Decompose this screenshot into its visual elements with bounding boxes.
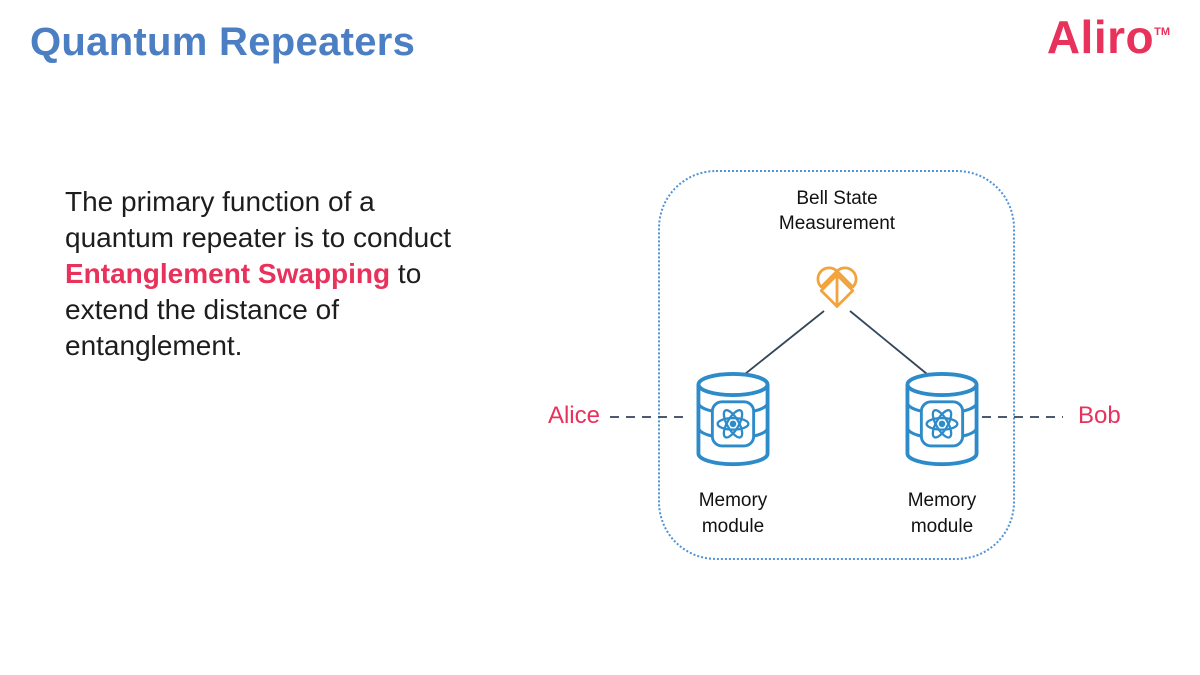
alice-label: Alice (547, 402, 600, 429)
memory-module-icon-right (905, 371, 979, 467)
aliro-logo-text: Aliro (1046, 11, 1155, 63)
trademark-symbol: TM (1154, 26, 1170, 38)
intro-text-start: The primary function of a quantum repeat… (65, 186, 452, 253)
atom-icon (716, 409, 750, 439)
memory-module-label-left: Memory module (698, 490, 768, 537)
bob-label: Bob (1078, 402, 1121, 429)
beam-splitter-left-lobe (816, 266, 839, 289)
bell-state-measurement-label: Bell State Measurement (778, 188, 896, 234)
beam-splitter-right-lobe (835, 266, 858, 289)
beam-splitter-icon (816, 266, 858, 308)
page-title: Quantum Repeaters (30, 20, 416, 64)
aliro-logo: AliroTM (1047, 14, 1170, 60)
repeater-node-boundary (658, 170, 1015, 560)
intro-highlight-text: Entanglement Swapping (65, 258, 391, 289)
memory-module-label-right: Memory module (907, 490, 977, 537)
cylinder-lid (696, 371, 770, 397)
memory-module-icon-left (696, 371, 770, 467)
intro-text-end: to extend the distance of entanglement. (65, 258, 422, 361)
atom-icon (925, 409, 959, 439)
intro-paragraph: The primary function of a quantum repeat… (65, 184, 463, 364)
cylinder-lid (905, 371, 979, 397)
